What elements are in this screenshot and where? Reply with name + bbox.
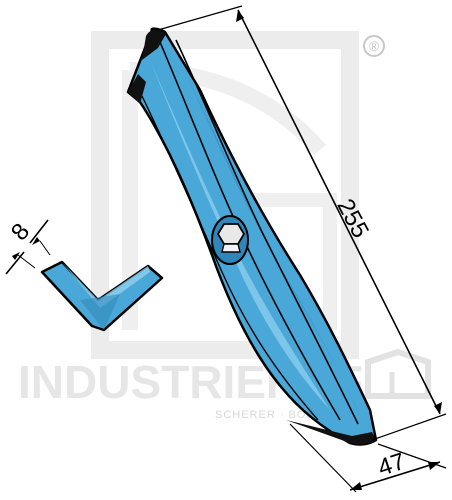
length-label: 255 — [331, 194, 374, 242]
logo-house-icon — [365, 348, 431, 399]
thickness-dimension: 8 — [5, 218, 51, 275]
hex-bolt-icon — [211, 215, 249, 265]
profile-section — [40, 260, 164, 332]
registered-mark: ® — [369, 38, 380, 54]
registered-trademark-icon: ® — [363, 35, 385, 57]
